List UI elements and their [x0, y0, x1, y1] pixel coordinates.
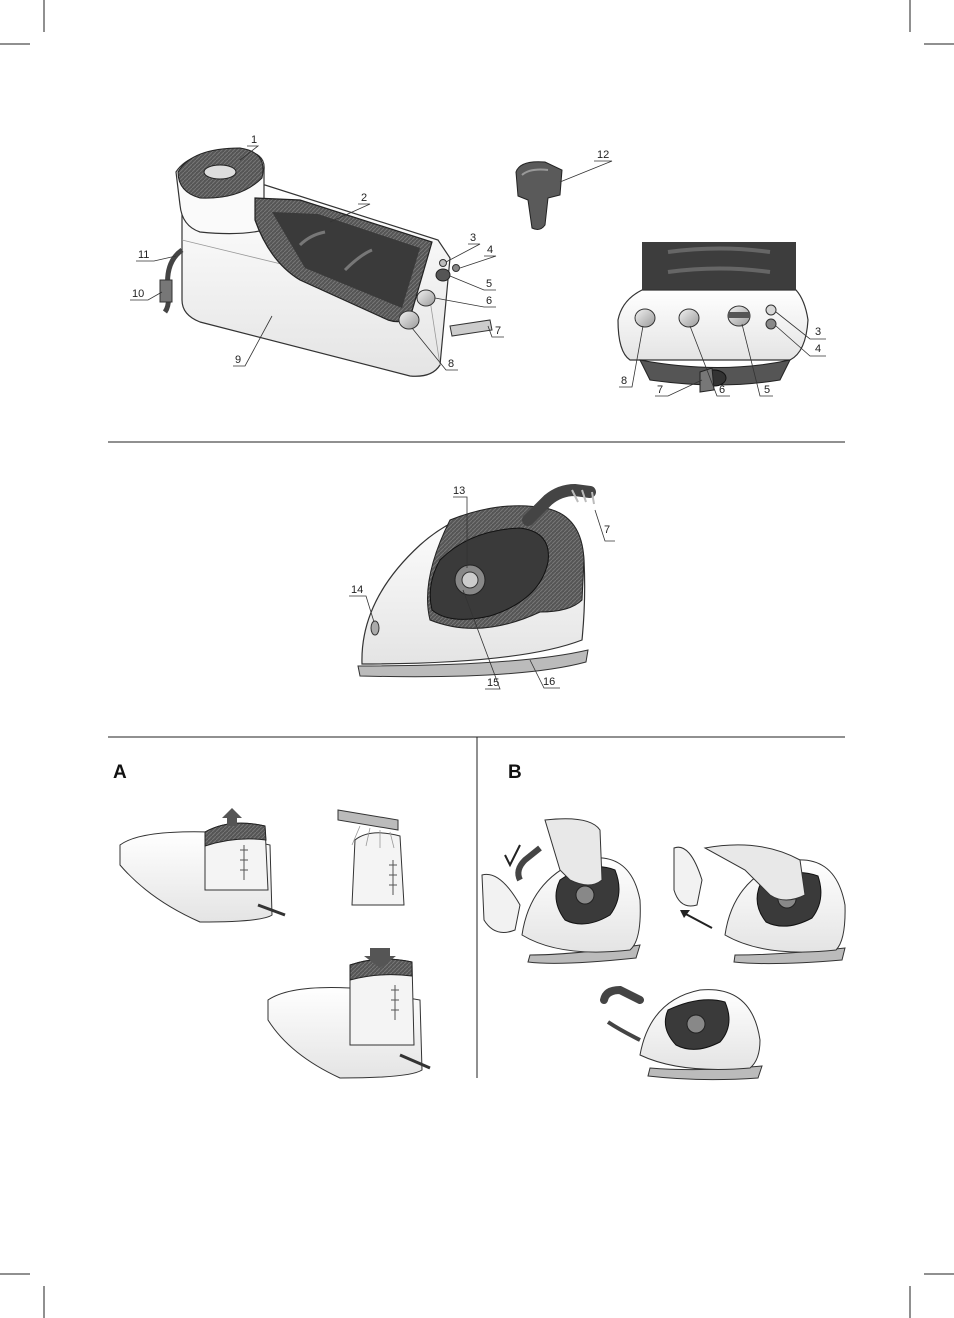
callout-6-front: 6 [719, 384, 725, 396]
callout-10: 10 [132, 288, 144, 300]
callout-6: 6 [486, 295, 492, 307]
steam-station-illustration [160, 148, 492, 376]
section-a-illustrations [120, 808, 430, 1078]
callout-12: 12 [597, 149, 609, 161]
callout-4: 4 [487, 244, 493, 256]
callout-3-front: 3 [815, 326, 821, 338]
callout-7-front: 7 [657, 384, 663, 396]
iron-illustration [358, 490, 594, 677]
station-front-view [618, 242, 808, 392]
callout-8-front: 8 [621, 375, 627, 387]
callout-14: 14 [351, 584, 363, 596]
callout-16: 16 [543, 676, 555, 688]
callout-7: 7 [495, 325, 501, 337]
callout-3: 3 [470, 232, 476, 244]
callout-11: 11 [138, 249, 149, 261]
callout-2: 2 [361, 192, 367, 204]
cord-clip-illustration: 12 [516, 149, 612, 229]
callout-13: 13 [453, 485, 465, 497]
section-b-title: B [508, 762, 522, 783]
callout-8: 8 [448, 358, 454, 370]
callout-4-front: 4 [815, 343, 821, 355]
callout-5: 5 [486, 278, 492, 290]
callout-5-front: 5 [764, 384, 770, 396]
callout-9: 9 [235, 354, 241, 366]
section-b-illustrations [482, 819, 845, 1080]
section-a-title: A [113, 762, 127, 783]
callout-1: 1 [251, 134, 257, 146]
callout-7-iron: 7 [604, 524, 610, 536]
